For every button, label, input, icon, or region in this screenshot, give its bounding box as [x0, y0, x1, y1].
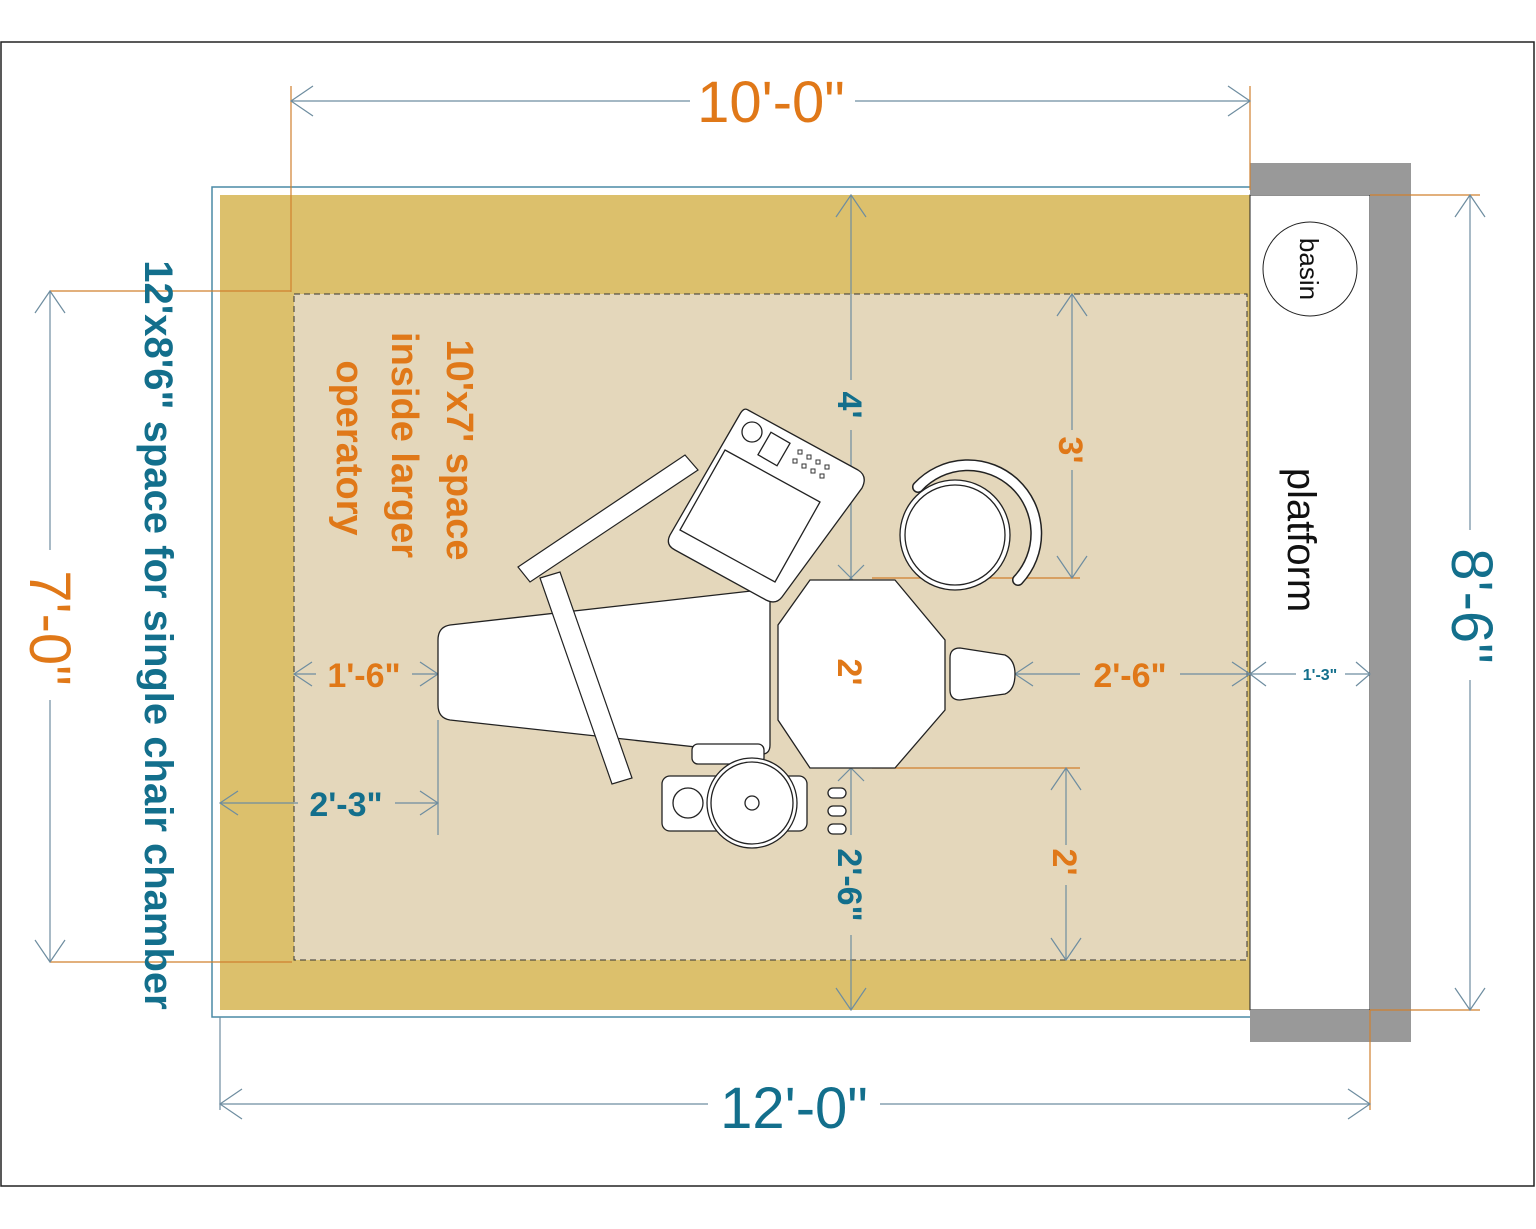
left-height-label: 7'-0" — [17, 570, 82, 686]
dim-4ft: 4' — [830, 392, 868, 419]
dim-2-6-bottom: 2'-6" — [830, 848, 868, 921]
wall-bottom — [1250, 1010, 1411, 1042]
platform-label: platform — [1279, 468, 1323, 613]
svg-text:operatory: operatory — [328, 360, 370, 535]
operator-stool — [899, 459, 1043, 591]
delivery-arm — [517, 454, 699, 785]
inner-space-caption: 10'x7' space inside larger operatory — [328, 332, 480, 560]
assistant-cart — [661, 743, 847, 849]
dental-chair — [437, 579, 1016, 769]
right-height-label: 8'-6" — [1439, 548, 1504, 664]
basin-label: basin — [1294, 238, 1324, 300]
wall-top — [1250, 163, 1411, 195]
dim-3ft: 3' — [1051, 437, 1089, 464]
platform-area — [1249, 194, 1371, 1011]
small-dimension-labels: 4' 3' 2' 2' 2'-6" 1'-6" 2'-3" 2'-6" — [309, 392, 1166, 922]
dim-2ft-right: 2' — [1045, 849, 1083, 876]
dim-2ft-center: 2' — [830, 659, 868, 686]
svg-text:10'x7' space: 10'x7' space — [438, 340, 480, 561]
top-width-label: 10'-0" — [697, 70, 845, 135]
dim-1-6: 1'-6" — [327, 657, 400, 695]
bottom-width-label: 12'-0" — [720, 1076, 868, 1141]
outer-space-caption: 12'x8'6" space for single chair chamber — [136, 260, 180, 1009]
basin-fixture — [1262, 221, 1358, 317]
dim-2-3: 2'-3" — [309, 786, 382, 824]
delivery-unit — [667, 408, 865, 603]
dim-2-6-right: 2'-6" — [1093, 657, 1166, 695]
svg-text:inside larger: inside larger — [383, 332, 425, 558]
wall-right — [1370, 195, 1411, 1042]
dim-1-3: 1'-3" — [1303, 667, 1338, 684]
